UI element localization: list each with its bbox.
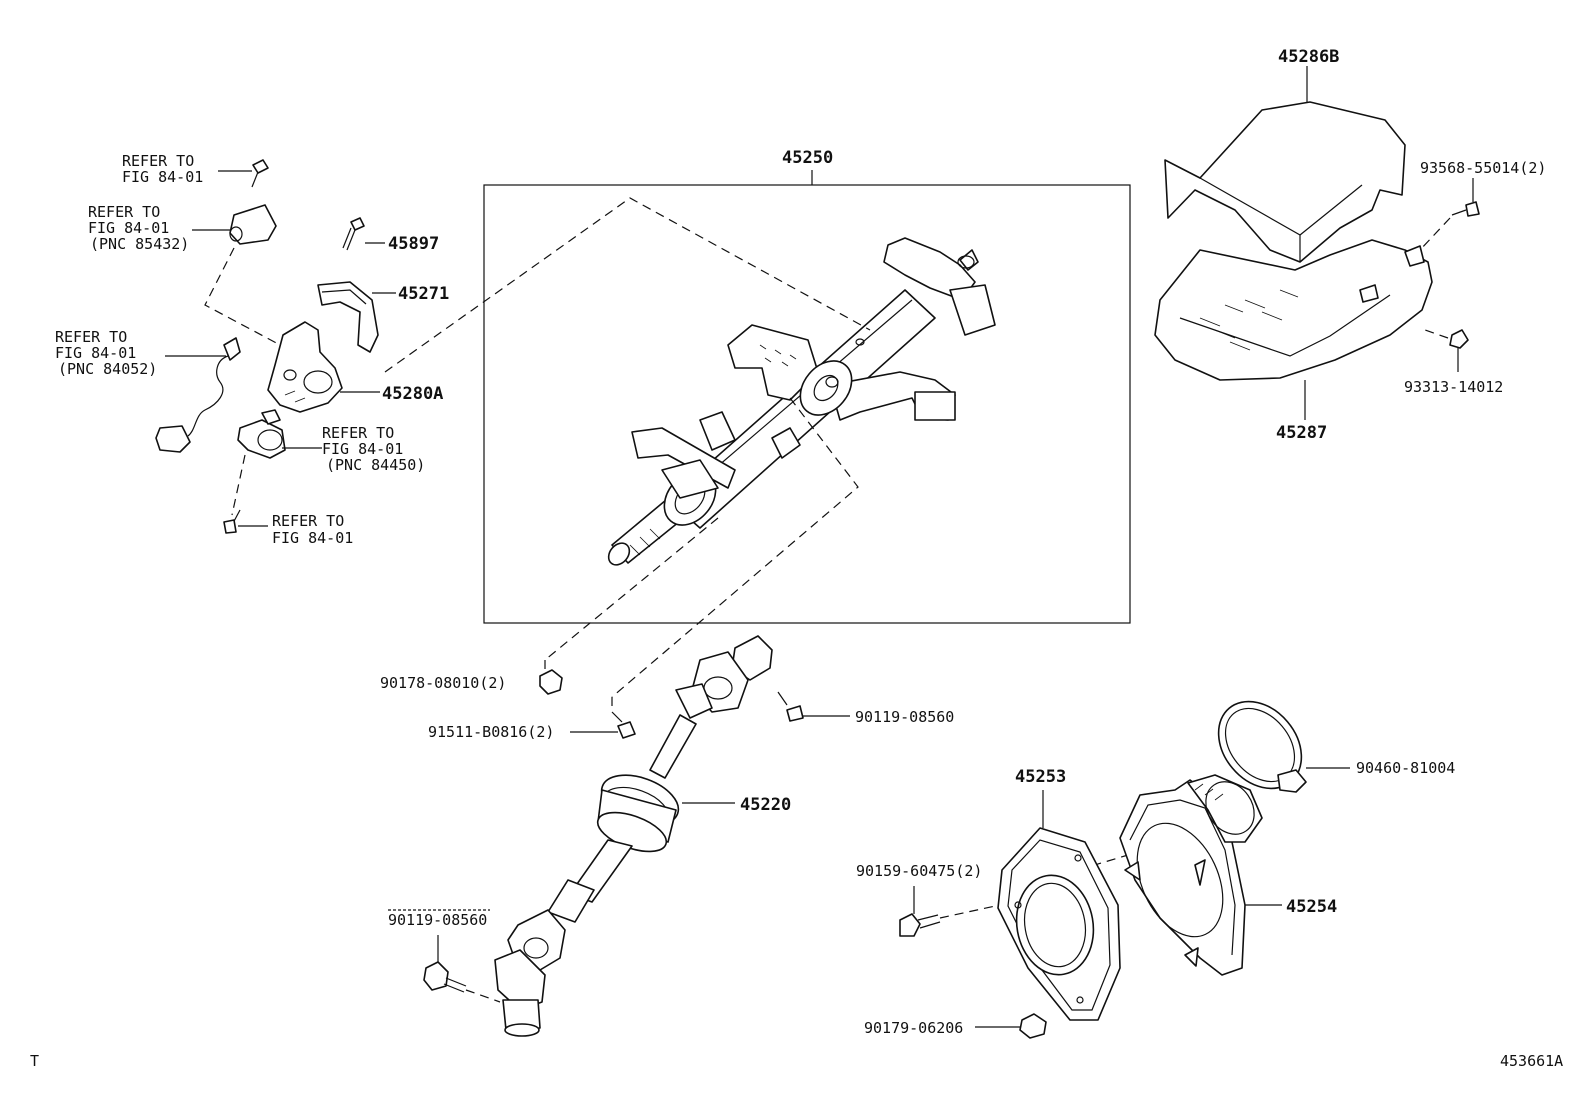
callout-labels: REFER TO FIG 84-01 REFER TO FIG 84-01 (P… [30,47,1563,1070]
refer-d-line1: REFER TO [322,424,394,442]
label-45286B: 45286B [1278,47,1339,67]
screw-93568 [1419,178,1480,251]
label-45220: 45220 [740,795,791,815]
bracket-45280A [267,321,380,413]
nut-90179 [975,1013,1047,1039]
bolt-90119-upper [777,691,850,722]
corner-mark: T [30,1052,39,1070]
refer-d-line2: FIG 84-01 [322,440,403,458]
nut-90178 [539,660,563,695]
bolt-45897 [342,217,385,251]
label-45253: 45253 [1015,767,1066,787]
steering-column-tube [607,237,996,566]
label-91511: 91511-B0816(2) [428,723,554,741]
refer-c-line2: FIG 84-01 [55,344,136,362]
column-covers [1154,66,1433,420]
plate-45253 [997,790,1121,1021]
refer-b-line3: (PNC 85432) [90,235,189,253]
column-assembly-box [483,170,1131,624]
refer-c-line1: REFER TO [55,328,127,346]
ignition-switch [231,409,322,516]
refer-d-line3: (PNC 84450) [326,456,425,474]
label-45287: 45287 [1276,423,1327,443]
label-45280A: 45280A [382,384,443,404]
intermediate-shaft [494,635,773,1037]
clamp-45271 [317,281,396,353]
bolt-90119-lower [423,935,501,1003]
clamp-ring-90460 [1217,700,1350,793]
refer-b-line2: FIG 84-01 [88,219,169,237]
label-90178: 90178-08010(2) [380,674,506,692]
boot-45254 [1119,774,1282,976]
label-90119-lower: 90119-08560 [388,911,487,929]
refer-b-line1: REFER TO [88,203,160,221]
label-45897: 45897 [388,234,439,254]
bolt-91511 [570,697,636,739]
label-93568: 93568-55014(2) [1420,159,1546,177]
wire-harness [155,337,241,453]
refer-e-line1: REFER TO [272,512,344,530]
refer-e-line2: FIG 84-01 [272,529,353,547]
label-90119-upper: 90119-08560 [855,708,954,726]
switch-block [192,204,283,347]
label-45250: 45250 [782,148,833,168]
figure-id: 453661A [1500,1052,1563,1070]
screw-93313 [1424,329,1469,372]
refer-a-line2: FIG 84-01 [122,168,203,186]
refer-a-line1: REFER TO [122,152,194,170]
screw-bottom-left [223,509,268,534]
label-90159: 90159-60475(2) [856,862,982,880]
label-90179: 90179-06206 [864,1019,963,1037]
label-45254: 45254 [1286,897,1337,917]
screw-top-left [218,159,269,188]
label-93313: 93313-14012 [1404,378,1503,396]
refer-c-line3: (PNC 84052) [58,360,157,378]
label-90460: 90460-81004 [1356,759,1455,777]
label-45271: 45271 [398,284,449,304]
